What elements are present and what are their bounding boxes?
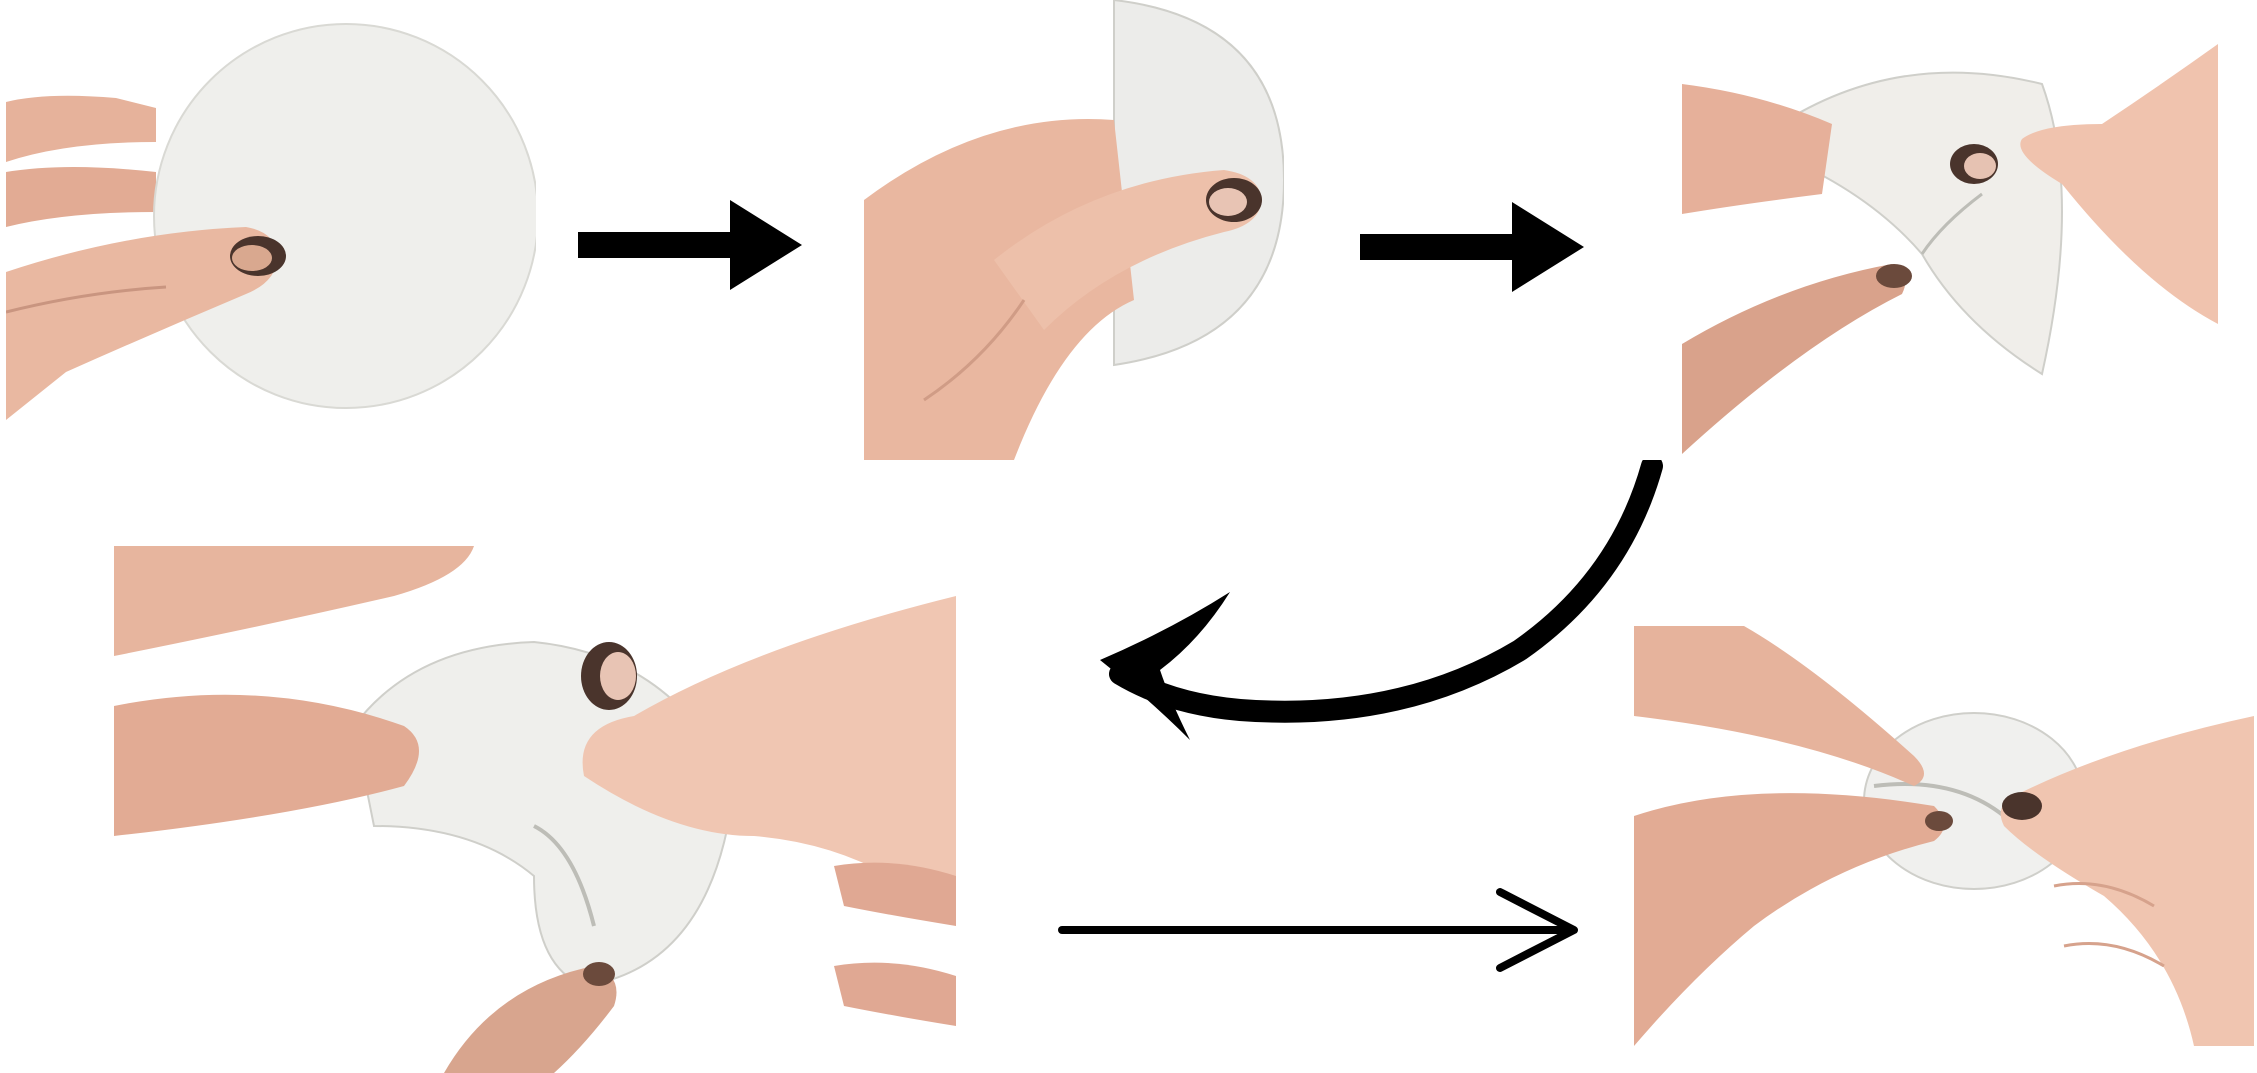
left-finger-lower (1682, 264, 1905, 454)
arrow-step-2-to-3-icon (1360, 202, 1584, 292)
arrow-step-4-to-5-icon (1050, 880, 1590, 980)
hand-holding-flat-circle-illustration (6, 12, 536, 420)
step-5-photo (1634, 626, 2254, 1046)
step-3-photo (1682, 44, 2218, 454)
back-fingers (6, 96, 156, 162)
step-4-photo (114, 546, 956, 1073)
two-hands-rolling-into-cone-illustration (1634, 626, 2254, 1046)
left-hand (1682, 84, 1832, 214)
bottom-left-hand (1634, 793, 1944, 1046)
step-1-photo (6, 12, 536, 420)
top-left-finger (114, 546, 474, 656)
two-hands-pinching-center-illustration (114, 546, 956, 1073)
thumb-nail (2002, 792, 2042, 820)
hand-holding-folded-half-circle-illustration (864, 0, 1284, 460)
curved-arrow-step-3-to-4-icon (1080, 460, 1680, 760)
arrow-step-1-to-2-icon (578, 200, 802, 290)
paper-circle (154, 24, 536, 408)
two-hands-creasing-folded-circle-illustration (1682, 44, 2218, 454)
step-2-photo (864, 0, 1284, 460)
